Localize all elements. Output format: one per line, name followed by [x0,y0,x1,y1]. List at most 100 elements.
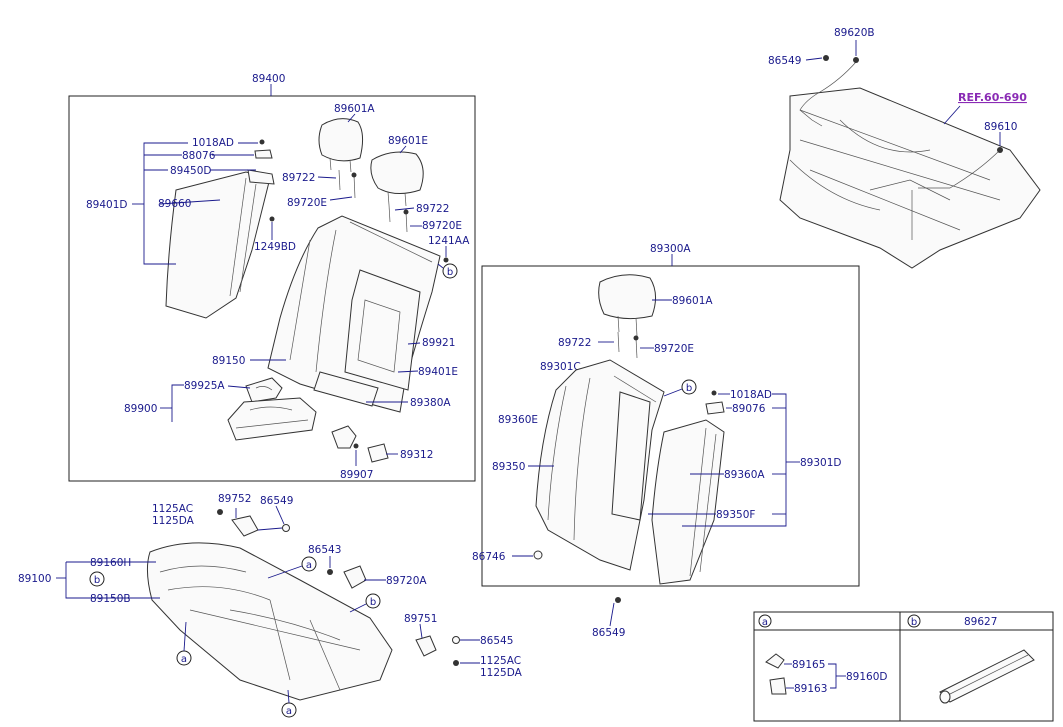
guide-89722-b [388,204,391,223]
detail-box [753,611,1054,722]
clip-88076 [254,149,273,159]
bracket-89751 [415,635,437,657]
label-89150b: 89150B [90,593,131,605]
label-1018ad-right: 1018AD [730,389,772,401]
label-89400: 89400 [252,73,285,85]
label-89751: 89751 [404,613,437,625]
label-89300a: 89300A [650,243,691,255]
label-89907: 89907 [340,469,373,481]
bracket-89720a [343,565,367,589]
label-89752: 89752 [218,493,251,505]
bolt-86549-top [823,55,829,61]
label-89160h: 89160H [90,557,131,569]
callout-b-right [681,379,697,395]
callout-a-3 [301,556,317,572]
armrest-89900 [227,397,317,441]
svg-text:b: b [911,617,917,628]
label-89720e-a: 89720E [287,197,327,209]
label-89150: 89150 [212,355,245,367]
label-89925a: 89925A [184,380,225,392]
label-ref-60-690[interactable]: REF.60-690 [958,91,1027,104]
seat-cushion-89100 [146,542,393,701]
svg-text:b: b [370,597,376,608]
headrest-89601e [370,151,424,194]
label-89722-b: 89722 [416,203,449,215]
label-89076-right: 89076 [732,403,766,415]
rear-seatback-lh-box [68,95,476,482]
label-89601a-right: 89601A [672,295,713,307]
bolt-86549-bottom [615,597,621,603]
bolt-1125ac [453,660,459,666]
label-89360a: 89360A [724,469,765,481]
label-89921: 89921 [422,337,455,349]
rod-89627 [939,649,1035,703]
nut-86545 [452,636,460,644]
label-1241aa: 1241AA [428,235,470,247]
label-1125da-bottom: 1125DA [480,667,523,679]
label-89900: 89900 [124,403,157,415]
label-86549-mid: 86549 [260,495,293,507]
label-89301c: 89301C [540,361,581,373]
label-89163: 89163 [794,683,827,695]
svg-text:b: b [447,267,453,278]
label-89720e-right: 89720E [654,343,694,355]
clip-89165 [765,653,785,669]
label-1125ac-bottom: 1125AC [480,655,521,667]
label-89350f: 89350F [716,509,755,521]
nut-86746 [533,550,543,560]
label-1125da: 1125DA [152,515,195,527]
detail-callout-b [907,614,921,628]
label-86549-top: 86549 [768,55,801,67]
label-89450d: 89450D [170,165,212,177]
label-89301d: 89301D [800,457,842,469]
floor-panel-ref [779,87,1041,269]
detail-callout-a [758,614,772,628]
clip-1018ad-left [259,139,265,145]
callout-b-cushion-2 [365,593,381,609]
label-89401d: 89401D [86,199,128,211]
label-89610: 89610 [984,121,1017,133]
side-bolster-89301d [651,419,725,585]
callout-b-left [442,263,458,279]
side-bolster-89401d [165,171,271,319]
label-89160d: 89160D [846,671,888,683]
label-86545: 86545 [480,635,513,647]
label-1249bd: 1249BD [254,241,296,253]
bolt-86543 [327,569,333,575]
bracket-89312 [367,443,389,463]
bracket-89907 [331,425,357,449]
guide-89720e-b [405,211,408,233]
headrest-89601a-right [598,274,656,320]
label-89627: 89627 [964,616,997,628]
label-89601a: 89601A [334,103,375,115]
bolt-1249bd [269,216,275,222]
label-86549-bottom: 86549 [592,627,625,639]
label-86746: 86746 [472,551,506,563]
nut-86549-mid [282,524,290,532]
label-1018ad-left: 1018AD [192,137,234,149]
label-89601e: 89601E [388,135,428,147]
label-89720a: 89720A [386,575,427,587]
label-89620b: 89620B [834,27,875,39]
label-88076: 88076 [182,150,216,162]
label-89380a-left: 89380A [410,397,451,409]
callout-b-cushion [89,571,105,587]
guide-89720e-a [353,174,356,199]
headrest-89601a [318,118,364,162]
label-89100: 89100 [18,573,51,585]
label-89165: 89165 [792,659,825,671]
cable-89610 [918,149,1001,189]
guide-89720e-right [635,337,638,359]
armrest-cupholder-89925a [245,377,283,403]
label-86543: 86543 [308,544,341,556]
bolt-1241aa [443,257,449,263]
label-89360e: 89360E [498,414,538,426]
label-89312: 89312 [400,449,433,461]
svg-text:a: a [181,654,187,665]
label-89660-left: 89660 [158,198,191,210]
guide-89722-right [617,331,620,353]
label-89720e-b: 89720E [422,220,462,232]
cable-89620b [799,61,857,127]
svg-text:b: b [686,383,692,394]
clip-89163 [769,677,787,695]
